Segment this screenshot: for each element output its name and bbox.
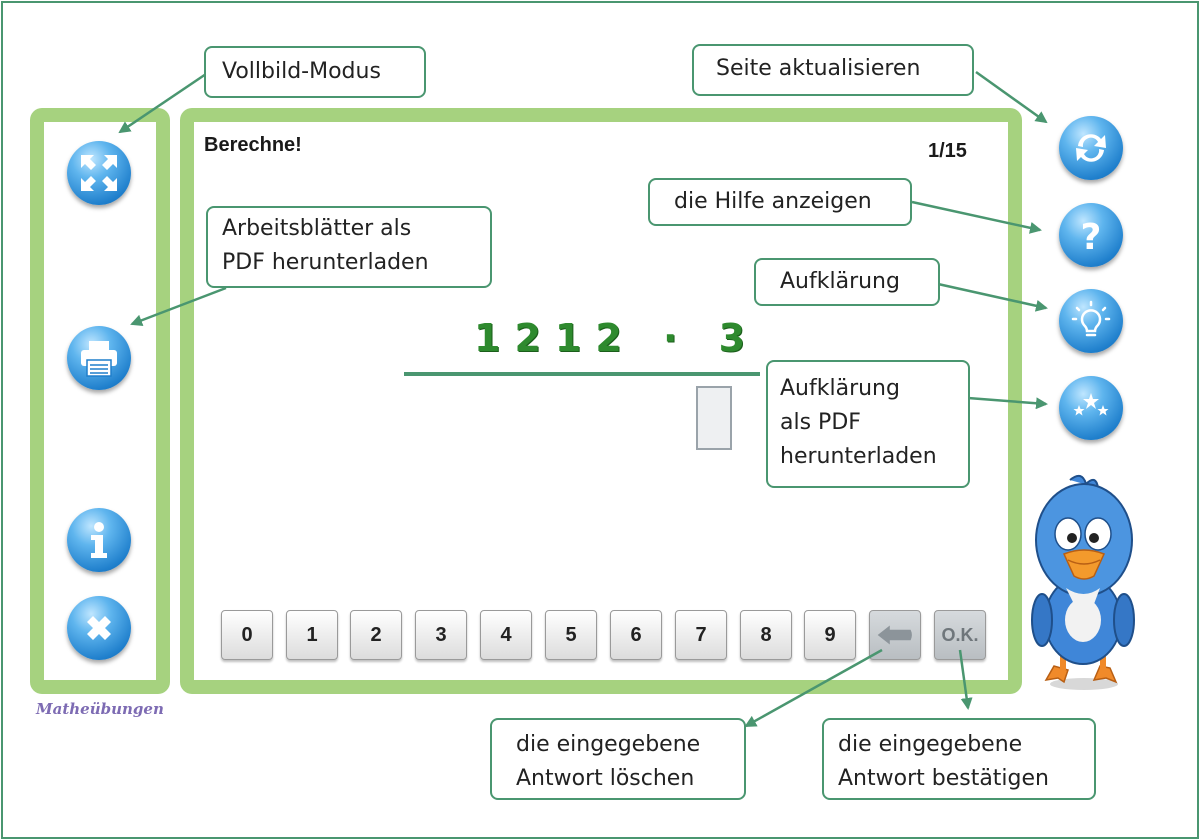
explanation-pdf-button[interactable]: [1059, 376, 1123, 440]
print-button[interactable]: [67, 326, 131, 390]
key-9[interactable]: 9: [804, 610, 856, 660]
callout-explanation: Aufklärung: [754, 258, 940, 306]
printer-icon: [81, 341, 117, 377]
key-1[interactable]: 1: [286, 610, 338, 660]
key-8[interactable]: 8: [740, 610, 792, 660]
callout-explanation-pdf-line-2: als PDF: [780, 410, 861, 435]
callout-download-sheets-line-1: Arbeitsblätter als: [222, 216, 412, 241]
key-6[interactable]: 6: [610, 610, 662, 660]
close-button[interactable]: [67, 596, 131, 660]
key-7[interactable]: 7: [675, 610, 727, 660]
question-icon: ?: [1081, 217, 1102, 257]
lightbulb-icon: [1071, 300, 1111, 337]
callout-fullscreen: Vollbild-Modus: [204, 46, 426, 98]
key-2[interactable]: 2: [350, 610, 402, 660]
result-line: [404, 372, 760, 376]
bird-mascot: [1031, 474, 1135, 690]
callout-delete-answer: die eingegebene Antwort löschen: [490, 718, 746, 800]
callout-help: die Hilfe anzeigen: [648, 178, 912, 226]
svg-text:?: ?: [1081, 217, 1102, 257]
info-button[interactable]: [67, 508, 131, 572]
answer-input[interactable]: [696, 386, 732, 450]
callout-confirm-answer: die eingegebene Antwort bestätigen: [822, 718, 1096, 800]
logo: Matheübungen: [36, 700, 164, 718]
callout-download-sheets-line-2: PDF herunterladen: [222, 250, 429, 275]
key-5[interactable]: 5: [545, 610, 597, 660]
callout-delete-answer-line-2: Antwort löschen: [516, 766, 695, 791]
help-button[interactable]: ?: [1059, 203, 1123, 267]
callout-download-sheets: Arbeitsblätter als PDF herunterladen: [206, 206, 492, 288]
expand-arrows-icon: [81, 155, 117, 191]
callout-confirm-answer-line-1: die eingegebene: [838, 732, 1023, 757]
refresh-button[interactable]: [1059, 116, 1123, 180]
callout-fullscreen-text: Vollbild-Modus: [222, 59, 381, 84]
exercise-instruction: Berechne!: [204, 134, 302, 156]
callout-refresh: Seite aktualisieren: [692, 44, 974, 96]
callout-help-text: die Hilfe anzeigen: [674, 189, 872, 214]
explanation-button[interactable]: [1059, 289, 1123, 353]
close-icon: [87, 616, 111, 640]
key-0[interactable]: 0: [221, 610, 273, 660]
problem-expression: 1212 · 3: [474, 316, 760, 360]
stars-icon: [1073, 393, 1109, 416]
backspace-arrow-icon: [877, 625, 912, 645]
callout-explanation-pdf-line-3: herunterladen: [780, 444, 937, 469]
info-icon: [91, 522, 107, 558]
callout-refresh-text: Seite aktualisieren: [716, 56, 921, 81]
key-3[interactable]: 3: [415, 610, 467, 660]
callout-explanation-pdf: Aufklärung als PDF herunterladen: [766, 360, 970, 488]
callout-explanation-text: Aufklärung: [780, 269, 900, 294]
callout-confirm-answer-line-2: Antwort bestätigen: [838, 766, 1049, 791]
callout-explanation-pdf-line-1: Aufklärung: [780, 376, 900, 401]
progress-counter: 1/15: [928, 140, 967, 162]
callout-delete-answer-line-1: die eingegebene: [516, 732, 701, 757]
key-4[interactable]: 4: [480, 610, 532, 660]
refresh-icon: [1076, 134, 1106, 162]
fullscreen-button[interactable]: [67, 141, 131, 205]
